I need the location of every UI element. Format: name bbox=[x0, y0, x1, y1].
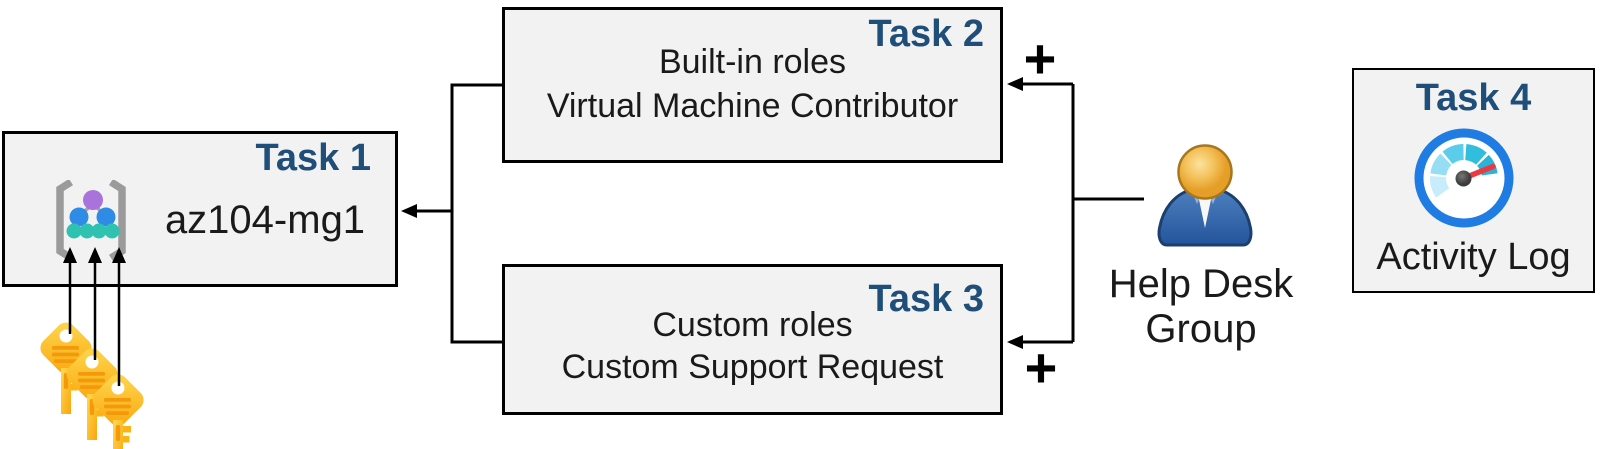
task2-label: Task 2 bbox=[868, 13, 984, 55]
user-collar bbox=[1197, 190, 1213, 228]
user-icon bbox=[1157, 144, 1253, 247]
task3-line2: Custom Support Request bbox=[561, 348, 944, 386]
help-desk-group-caption: Help Desk Group bbox=[1091, 262, 1311, 352]
task4-caption: Activity Log bbox=[1376, 236, 1571, 278]
task2-line2: Virtual Machine Contributor bbox=[546, 87, 959, 125]
tree-leaf-node bbox=[104, 223, 120, 239]
help-desk-line2: Group bbox=[1145, 307, 1257, 351]
tree-leaf-node bbox=[66, 223, 82, 239]
task2-line1: Built-in roles bbox=[658, 43, 847, 81]
task3-box: Task 3 Custom roles Custom Support Reque… bbox=[502, 264, 1003, 415]
management-group-icon bbox=[56, 180, 126, 262]
plus-sign-task3: + bbox=[1024, 336, 1058, 399]
three-gold-keys-icon bbox=[38, 320, 148, 449]
activity-log-gauge-icon bbox=[1414, 128, 1514, 228]
task3-line1: Custom roles bbox=[652, 306, 853, 344]
help-desk-line1: Help Desk bbox=[1108, 262, 1294, 306]
task4-label: Task 4 bbox=[1415, 77, 1532, 119]
task1-label: Task 1 bbox=[255, 137, 371, 179]
bracket-left bbox=[56, 180, 74, 262]
tree-leaf-node bbox=[79, 223, 95, 239]
tree-mid-node bbox=[69, 207, 89, 227]
task1-box: Task 1 az104-mg1 bbox=[2, 131, 398, 287]
tree-leaf-node bbox=[91, 223, 107, 239]
gauge-hub bbox=[1455, 170, 1472, 187]
tree-mid-node bbox=[96, 207, 116, 227]
task1-title: az104-mg1 bbox=[164, 198, 366, 242]
task3-label: Task 3 bbox=[868, 278, 984, 320]
task4-box: Task 4 Activity Log bbox=[1352, 68, 1595, 293]
tree-root-node bbox=[83, 190, 103, 210]
user-head bbox=[1177, 144, 1233, 200]
plus-sign-task2: + bbox=[1023, 27, 1057, 90]
task2-box: Task 2 Built-in roles Virtual Machine Co… bbox=[502, 7, 1003, 163]
connector-task2-task3-bracket bbox=[450, 83, 503, 344]
gauge-dial-segments bbox=[1430, 144, 1498, 198]
